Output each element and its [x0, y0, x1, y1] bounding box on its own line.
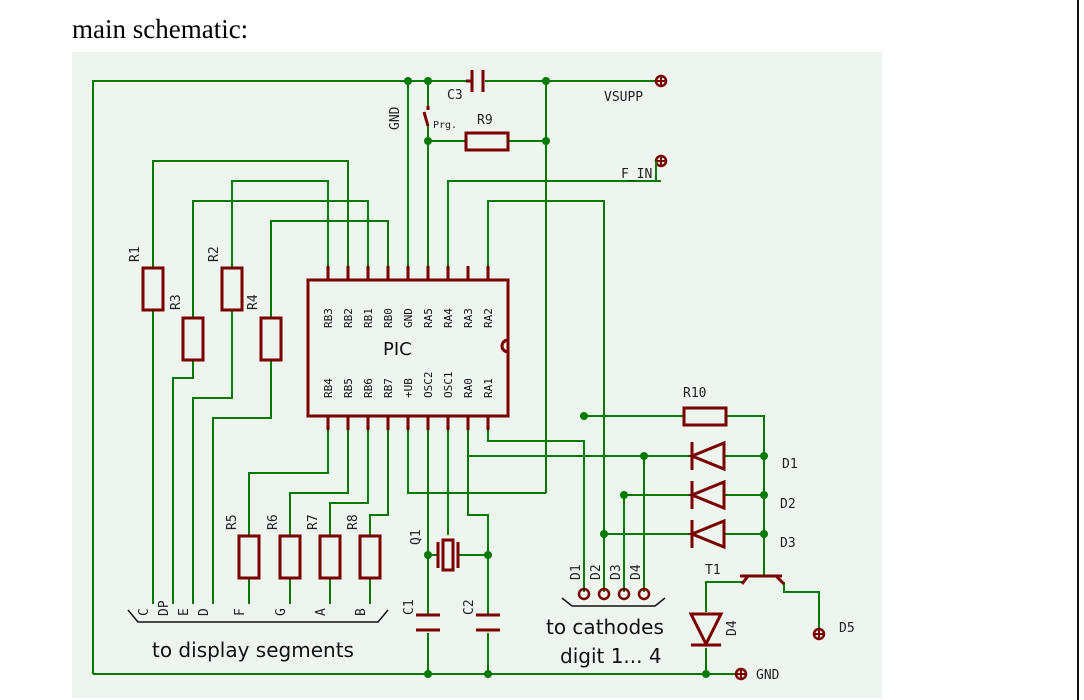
svg-text:T1: T1	[705, 563, 721, 578]
svg-text:G: G	[274, 608, 289, 616]
chip-pin-bottom: RB4	[322, 378, 335, 398]
resistor-r7: R7	[306, 514, 342, 580]
resistor-r9: R9	[464, 113, 510, 152]
vsupp-terminal: VSUPP	[604, 74, 668, 105]
label-f-in: F_IN	[621, 167, 652, 182]
schematic-background	[72, 52, 882, 698]
prg-switch: Prg.	[422, 106, 457, 131]
svg-text:R10: R10	[683, 386, 706, 401]
svg-text:R2: R2	[207, 246, 222, 262]
svg-text:D1: D1	[569, 564, 584, 580]
svg-text:D3: D3	[609, 564, 624, 580]
resistor-r8: R8	[346, 514, 382, 580]
chip-pin-top: RB0	[382, 308, 395, 328]
page-border	[1077, 0, 1079, 700]
chip-pin-bottom: RA0	[462, 378, 475, 398]
svg-text:DP: DP	[157, 600, 172, 616]
junctions	[404, 77, 768, 678]
svg-text:R3: R3	[169, 294, 184, 310]
label-vsupp: VSUPP	[604, 90, 643, 105]
svg-text:R1: R1	[128, 246, 143, 262]
chip-pin-bottom: RA1	[482, 378, 495, 398]
chip-pin-bottom: RB7	[382, 378, 395, 398]
caption-display-segments: to display segments	[152, 638, 354, 662]
resistor-r3: R3	[169, 294, 205, 362]
cathode-connector: D1 D2 D3 D4	[561, 564, 666, 607]
gnd-terminal: GND	[734, 667, 780, 683]
svg-text:E: E	[177, 608, 192, 616]
svg-text:R6: R6	[266, 514, 281, 530]
chip-pin-top: RB1	[362, 308, 375, 328]
resistor-r5: R5	[225, 514, 261, 580]
diode-d1: D1	[688, 440, 798, 472]
svg-text:D1: D1	[782, 457, 798, 472]
svg-text:D2: D2	[780, 497, 796, 512]
chip-pin-bottom: OSC1	[442, 372, 455, 399]
resistor-r4: R4	[246, 294, 283, 362]
label-r9: R9	[477, 113, 493, 128]
wires	[92, 80, 820, 675]
caption-cathodes: to cathodes	[546, 615, 664, 639]
svg-text:D4: D4	[725, 620, 740, 636]
svg-text:R8: R8	[346, 514, 361, 530]
schematic-diagram: PIC RB3 RB2 RB1 RB0 GND RA5 RA4 RA3 RA2 …	[72, 52, 882, 698]
f-in-terminal: F_IN	[621, 154, 668, 182]
capacitor-c1: C1	[402, 599, 440, 632]
chip-name: PIC	[383, 339, 412, 360]
diode-d3: D3	[688, 518, 796, 551]
chip-pin-top: RA5	[422, 308, 435, 328]
chip-pin-top: GND	[402, 308, 415, 328]
chip-pin-stubs	[326, 266, 490, 430]
resistor-r10: R10	[682, 386, 728, 427]
resistor-r1: R1	[128, 246, 165, 312]
page-heading: main schematic:	[72, 14, 249, 44]
chip-pin-top: RA4	[442, 308, 455, 328]
svg-text:A: A	[314, 608, 329, 616]
chip-pin-top: RA3	[462, 308, 475, 328]
chip-pin-bottom: RB5	[342, 378, 355, 398]
chip-notch	[500, 338, 509, 354]
resistor-r6: R6	[266, 514, 302, 580]
svg-text:D4: D4	[629, 564, 644, 580]
svg-text:C1: C1	[402, 599, 417, 615]
svg-text:R7: R7	[306, 514, 321, 530]
svg-text:D3: D3	[780, 536, 796, 551]
chip-pin-top: RA2	[482, 308, 495, 328]
svg-text:B: B	[354, 608, 369, 616]
chip-pin-bottom: +UB	[402, 378, 415, 398]
svg-text:D: D	[197, 608, 212, 616]
label-prg: Prg.	[433, 120, 457, 131]
chip-pin-bottom: OSC2	[422, 372, 435, 399]
chip-pin-top: RB2	[342, 308, 355, 328]
chip-pin-top: RB3	[322, 308, 335, 328]
caption-digits: digit 1... 4	[560, 644, 662, 668]
diode-d2: D2	[688, 479, 796, 512]
label-gnd-top: GND	[388, 106, 403, 130]
svg-text:GND: GND	[756, 668, 780, 683]
capacitor-c2: C2	[462, 599, 500, 632]
segment-labels: C DP E D F G A B	[127, 600, 389, 623]
diode-d4: D4	[688, 612, 740, 648]
svg-text:C: C	[137, 608, 152, 616]
transistor-t1: T1	[705, 563, 786, 586]
svg-text:R4: R4	[246, 294, 261, 310]
d5-terminal: D5	[812, 621, 855, 641]
crystal-q1: Q1	[409, 529, 460, 572]
svg-text:C2: C2	[462, 599, 477, 615]
chip-pin-bottom: RB6	[362, 378, 375, 398]
svg-text:R5: R5	[225, 514, 240, 530]
label-c3: C3	[447, 88, 463, 103]
pic-chip: PIC RB3 RB2 RB1 RB0 GND RA5 RA4 RA3 RA2 …	[306, 266, 510, 430]
svg-text:D5: D5	[839, 621, 855, 636]
svg-text:Q1: Q1	[409, 529, 424, 545]
resistor-r2: R2	[207, 246, 244, 312]
svg-text:D2: D2	[589, 564, 604, 580]
capacitor-c3: C3	[447, 70, 485, 103]
svg-text:F: F	[233, 608, 248, 616]
